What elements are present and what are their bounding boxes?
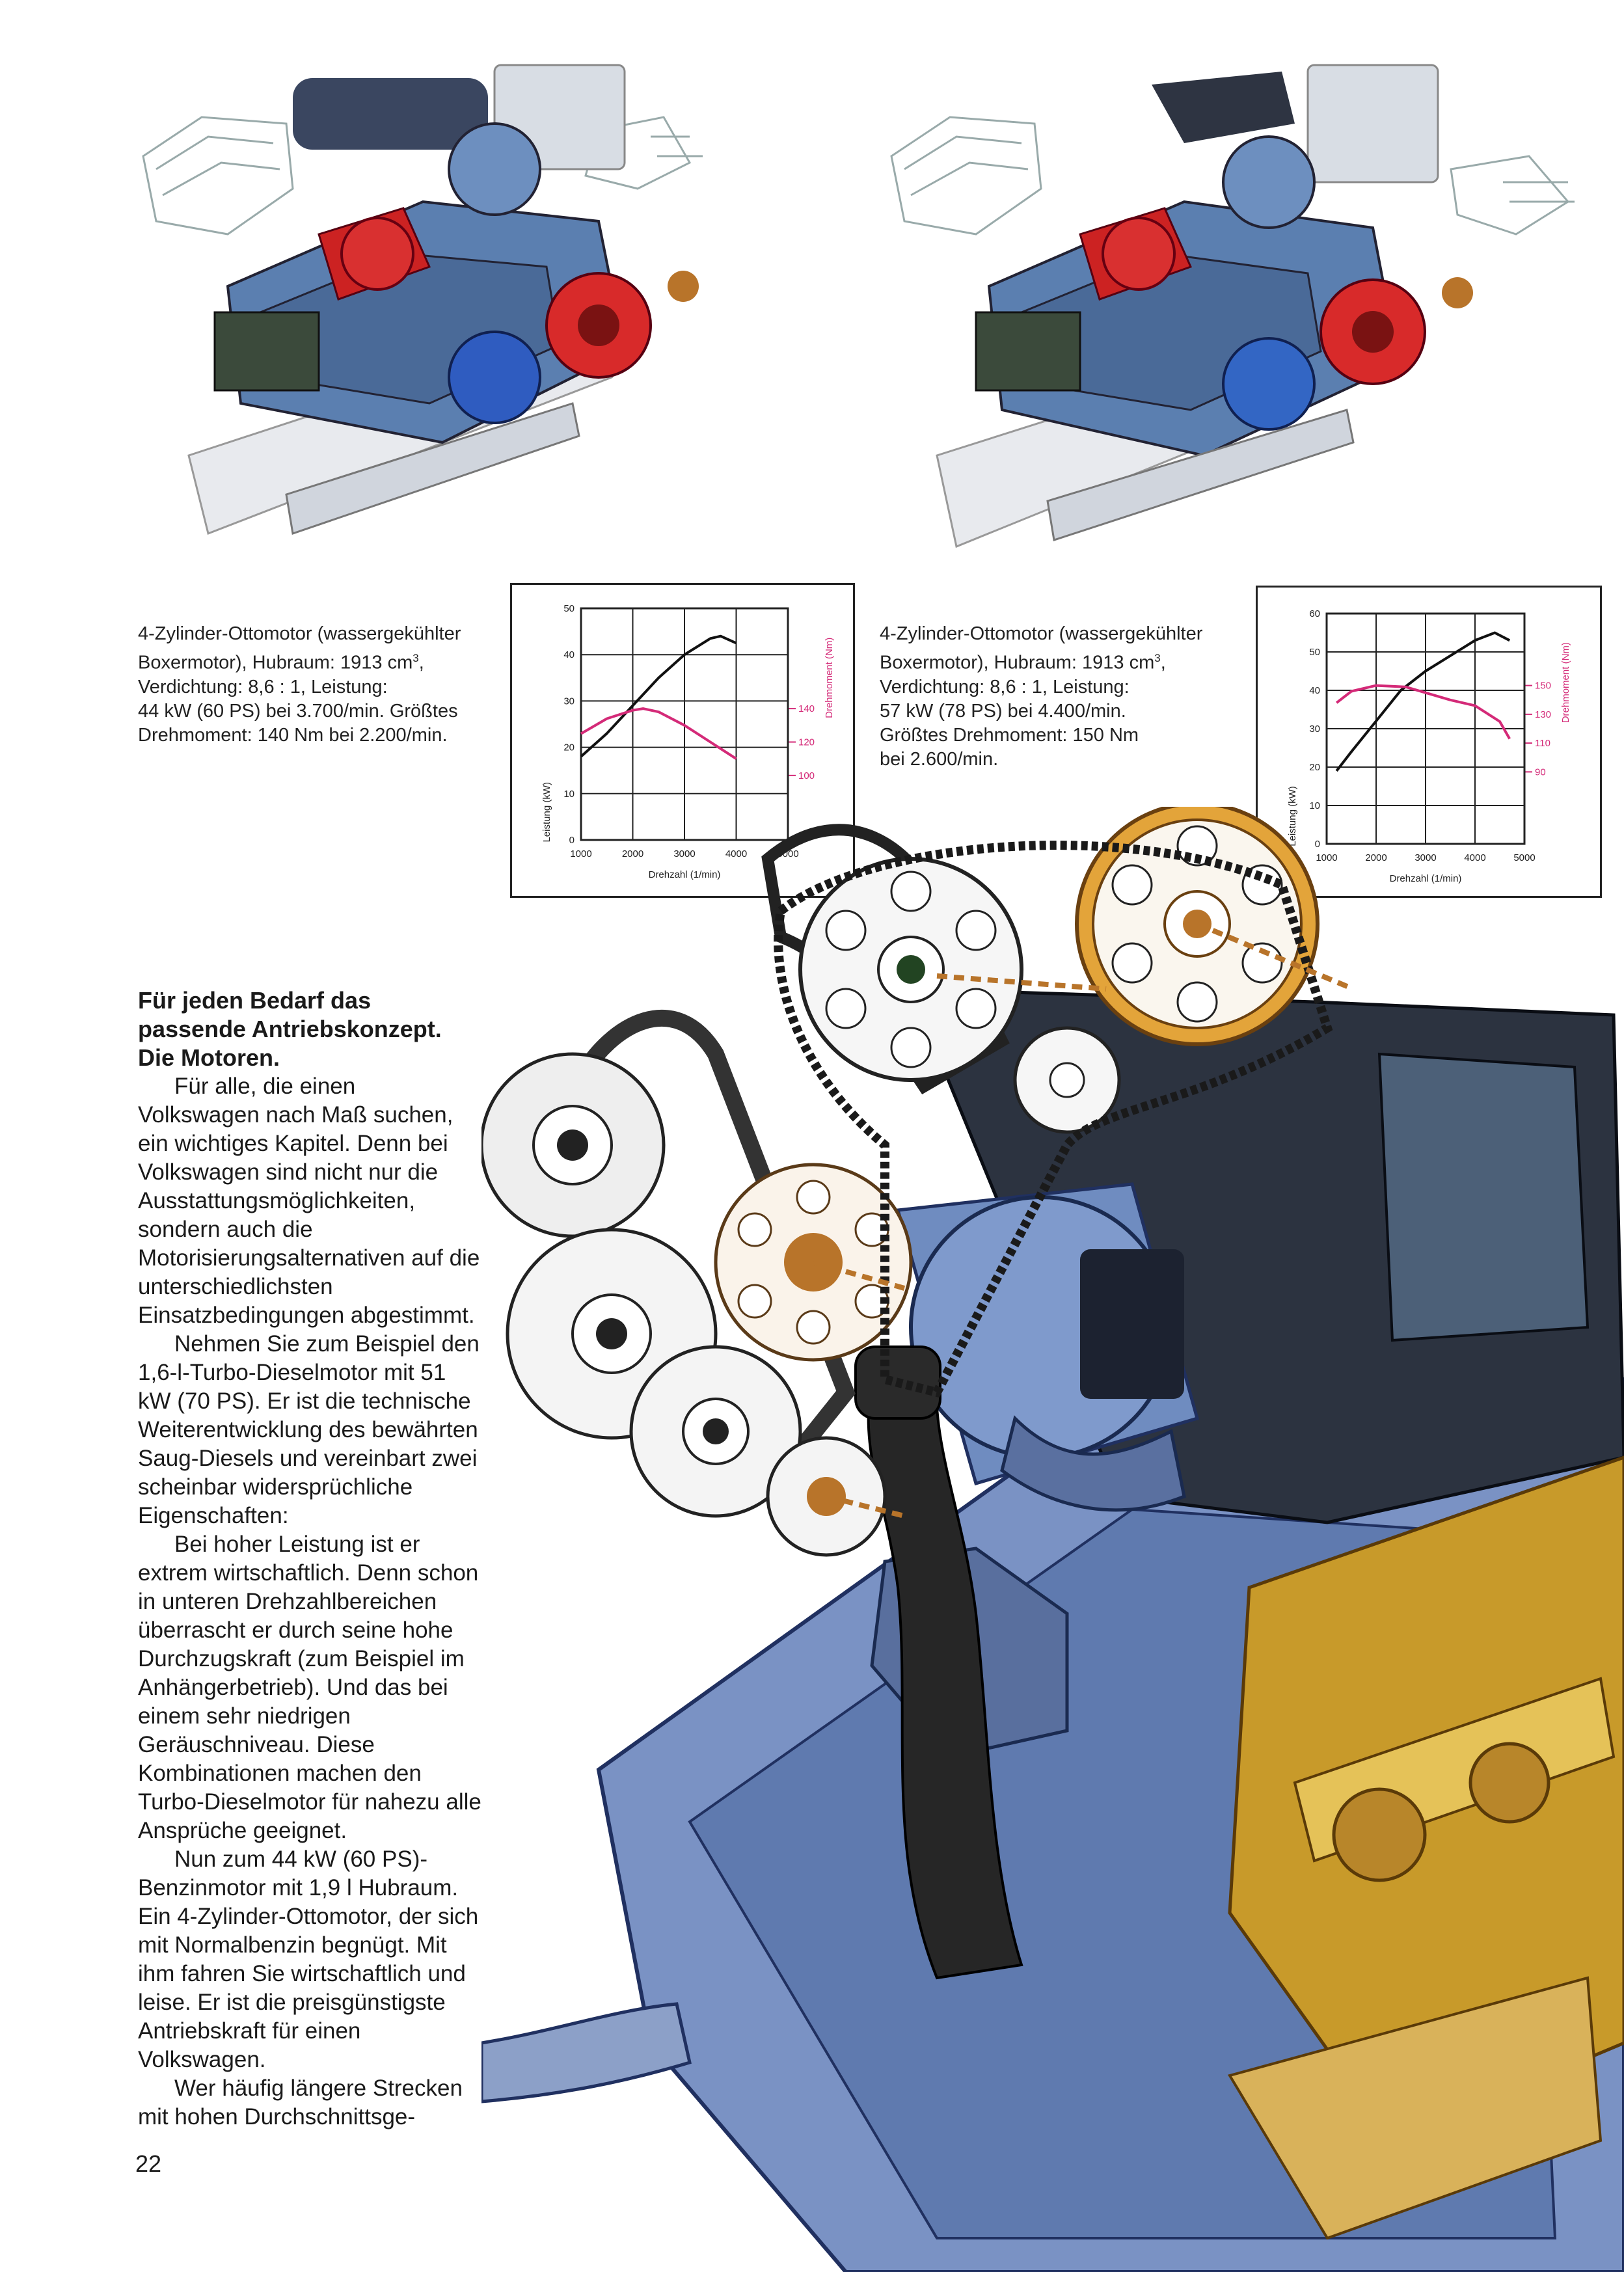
power-torque-chart-right: 1000 2000 3000 4000 5000 0 10 20 30 40 50 60 90 110 13… bbox=[1256, 586, 1602, 898]
y2-tick-label: 90 bbox=[1535, 766, 1546, 778]
caption-line: Verdichtung: 8,6 : 1, Leistung: bbox=[138, 676, 388, 697]
caption-line: bei 2.600/min. bbox=[880, 748, 999, 770]
plot-frame bbox=[580, 607, 789, 841]
y-tick-label: 40 bbox=[1309, 685, 1320, 696]
x-tick-label: 4000 bbox=[725, 848, 747, 859]
y-tick-label: 0 bbox=[569, 835, 575, 846]
x-tick-label: 5000 bbox=[1513, 852, 1535, 863]
y-tick-label: 50 bbox=[1309, 647, 1320, 658]
x-axis-label: Drehzahl (1/min) bbox=[1390, 873, 1462, 884]
x-tick-label: 2000 bbox=[622, 848, 643, 859]
caption-line: 4-Zylinder-Ottomotor (wassergekühlter bbox=[880, 623, 1203, 644]
plot-frame bbox=[1325, 612, 1526, 845]
caption-line: 44 kW (60 PS) bei 3.700/min. Größtes bbox=[138, 700, 458, 722]
y-tick-label: 10 bbox=[1309, 800, 1320, 811]
y2-axis-label: Drehmoment (Nm) bbox=[824, 638, 835, 718]
y-tick-label: 60 bbox=[1309, 608, 1320, 619]
y-tick-label: 20 bbox=[563, 742, 575, 753]
y2-tick-label: 110 bbox=[1535, 738, 1550, 749]
engine-caption-right: 4-Zylinder-Ottomotor (wassergekühlter Bo… bbox=[880, 622, 1244, 772]
x-tick-label: 1000 bbox=[1316, 852, 1337, 863]
caption-line: Verdichtung: 8,6 : 1, Leistung: bbox=[880, 676, 1130, 697]
article-paragraph: Nehmen Sie zum Beispiel den 1,6-l-Turbo-… bbox=[138, 1331, 480, 1528]
caption-line: Größtes Drehmoment: 150 Nm bbox=[880, 724, 1139, 746]
caption-line: 57 kW (78 PS) bei 4.400/min. bbox=[880, 700, 1126, 722]
torque-curve bbox=[580, 707, 737, 760]
x-tick-label: 4000 bbox=[1464, 852, 1485, 863]
x-axis-label: Drehzahl (1/min) bbox=[649, 869, 721, 880]
x-tick-label: 3000 bbox=[1414, 852, 1436, 863]
x-tick-label: 3000 bbox=[673, 848, 695, 859]
drivetrain-illustration bbox=[481, 807, 1624, 2272]
y2-tick-label: 120 bbox=[798, 737, 815, 748]
y2-tick-label: 130 bbox=[1535, 709, 1551, 720]
article-paragraph: Nun zum 44 kW (60 PS)-Benzinmotor mit 1,… bbox=[138, 1846, 479, 2072]
article-paragraph: Bei hoher Leistung ist er extrem wirtsch… bbox=[138, 1532, 481, 1843]
y-axis-label: Leistung (kW) bbox=[541, 782, 552, 843]
engine-caption-left: 4-Zylinder-Ottomotor (wassergekühlter Bo… bbox=[138, 622, 502, 748]
article-heading: Für jeden Bedarf das passende Antriebsko… bbox=[138, 987, 442, 1071]
caption-line: 4-Zylinder-Ottomotor (wassergekühlter bbox=[138, 623, 461, 644]
torque-curve bbox=[1335, 684, 1511, 740]
article-paragraph: Für alle, die einen Volkswagen nach Maß … bbox=[138, 1074, 480, 1328]
power-curve bbox=[1335, 631, 1511, 772]
x-tick-label: 1000 bbox=[570, 848, 591, 859]
y2-tick-label: 100 bbox=[798, 770, 815, 781]
power-curve bbox=[580, 634, 737, 758]
article-paragraph: Wer häufig längere Strecken mit hohen Du… bbox=[138, 2076, 463, 2130]
caption-line: Drehmoment: 140 Nm bei 2.200/min. bbox=[138, 724, 448, 746]
y-tick-label: 0 bbox=[1315, 839, 1320, 850]
y2-tick-label: 150 bbox=[1535, 681, 1551, 692]
article: Für jeden Bedarf das passende Antriebsko… bbox=[138, 986, 481, 2131]
caption-line: Boxermotor), Hubraum: 1913 cm3, bbox=[138, 652, 424, 673]
caption-line: Boxermotor), Hubraum: 1913 cm3, bbox=[880, 652, 1166, 673]
y-tick-label: 40 bbox=[563, 649, 575, 660]
engine-illustration-left bbox=[142, 64, 703, 535]
y-tick-label: 20 bbox=[1309, 762, 1320, 773]
y2-axis-label: Drehmoment (Nm) bbox=[1560, 642, 1571, 723]
chart-svg-right: 1000 2000 3000 4000 5000 0 10 20 30 40 50 60 90 110 13… bbox=[1287, 608, 1571, 884]
page-number: 22 bbox=[135, 2150, 162, 2177]
y-tick-label: 30 bbox=[1309, 724, 1320, 735]
y2-tick-label: 140 bbox=[798, 703, 815, 714]
engine-illustration-right bbox=[890, 64, 1575, 548]
x-tick-label: 2000 bbox=[1365, 852, 1387, 863]
y-axis-label: Leistung (kW) bbox=[1287, 786, 1298, 846]
y-tick-label: 30 bbox=[563, 696, 575, 707]
y-tick-label: 10 bbox=[563, 789, 575, 800]
y-tick-label: 50 bbox=[563, 603, 575, 614]
